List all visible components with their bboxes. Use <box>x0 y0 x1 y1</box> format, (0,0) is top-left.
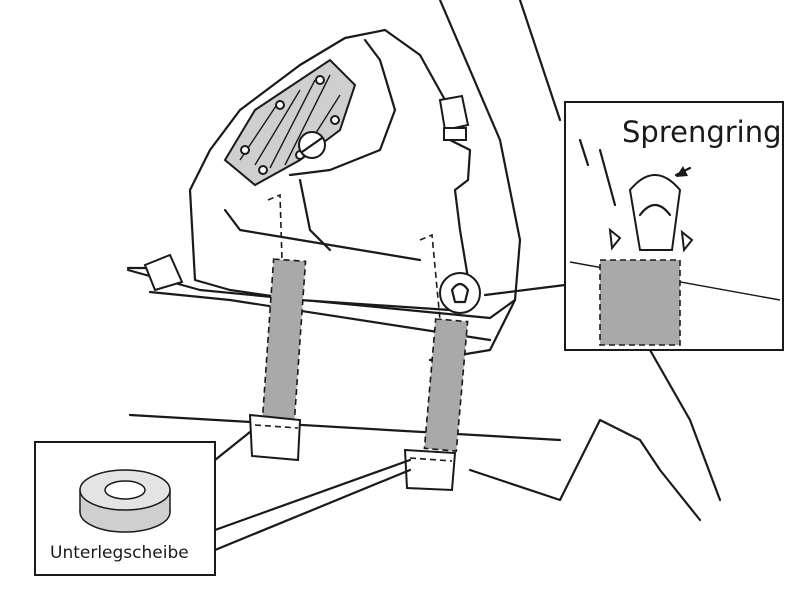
caliper-body <box>188 28 472 312</box>
snap-ring-detail-box <box>564 101 784 351</box>
brake-pad-plate <box>223 58 357 187</box>
snap-ring-leader <box>483 283 567 297</box>
mounting-bolt-right <box>403 233 469 492</box>
washer-label: Unterlegscheibe <box>50 543 189 563</box>
bleed-nipple <box>438 94 470 141</box>
snap-ring-marker <box>439 272 481 314</box>
snap-ring-label: Sprengring <box>622 115 782 149</box>
washer-detail-box <box>34 441 216 576</box>
frame-mount-plate-lower <box>148 290 492 342</box>
pad-screw <box>298 131 326 159</box>
washer-leaders <box>213 430 412 552</box>
washer-icon <box>79 469 171 533</box>
hose-fitting <box>126 253 184 292</box>
mounting-bolt-left <box>248 193 307 462</box>
pad-rivets <box>240 75 340 175</box>
frame-outline <box>128 0 722 522</box>
